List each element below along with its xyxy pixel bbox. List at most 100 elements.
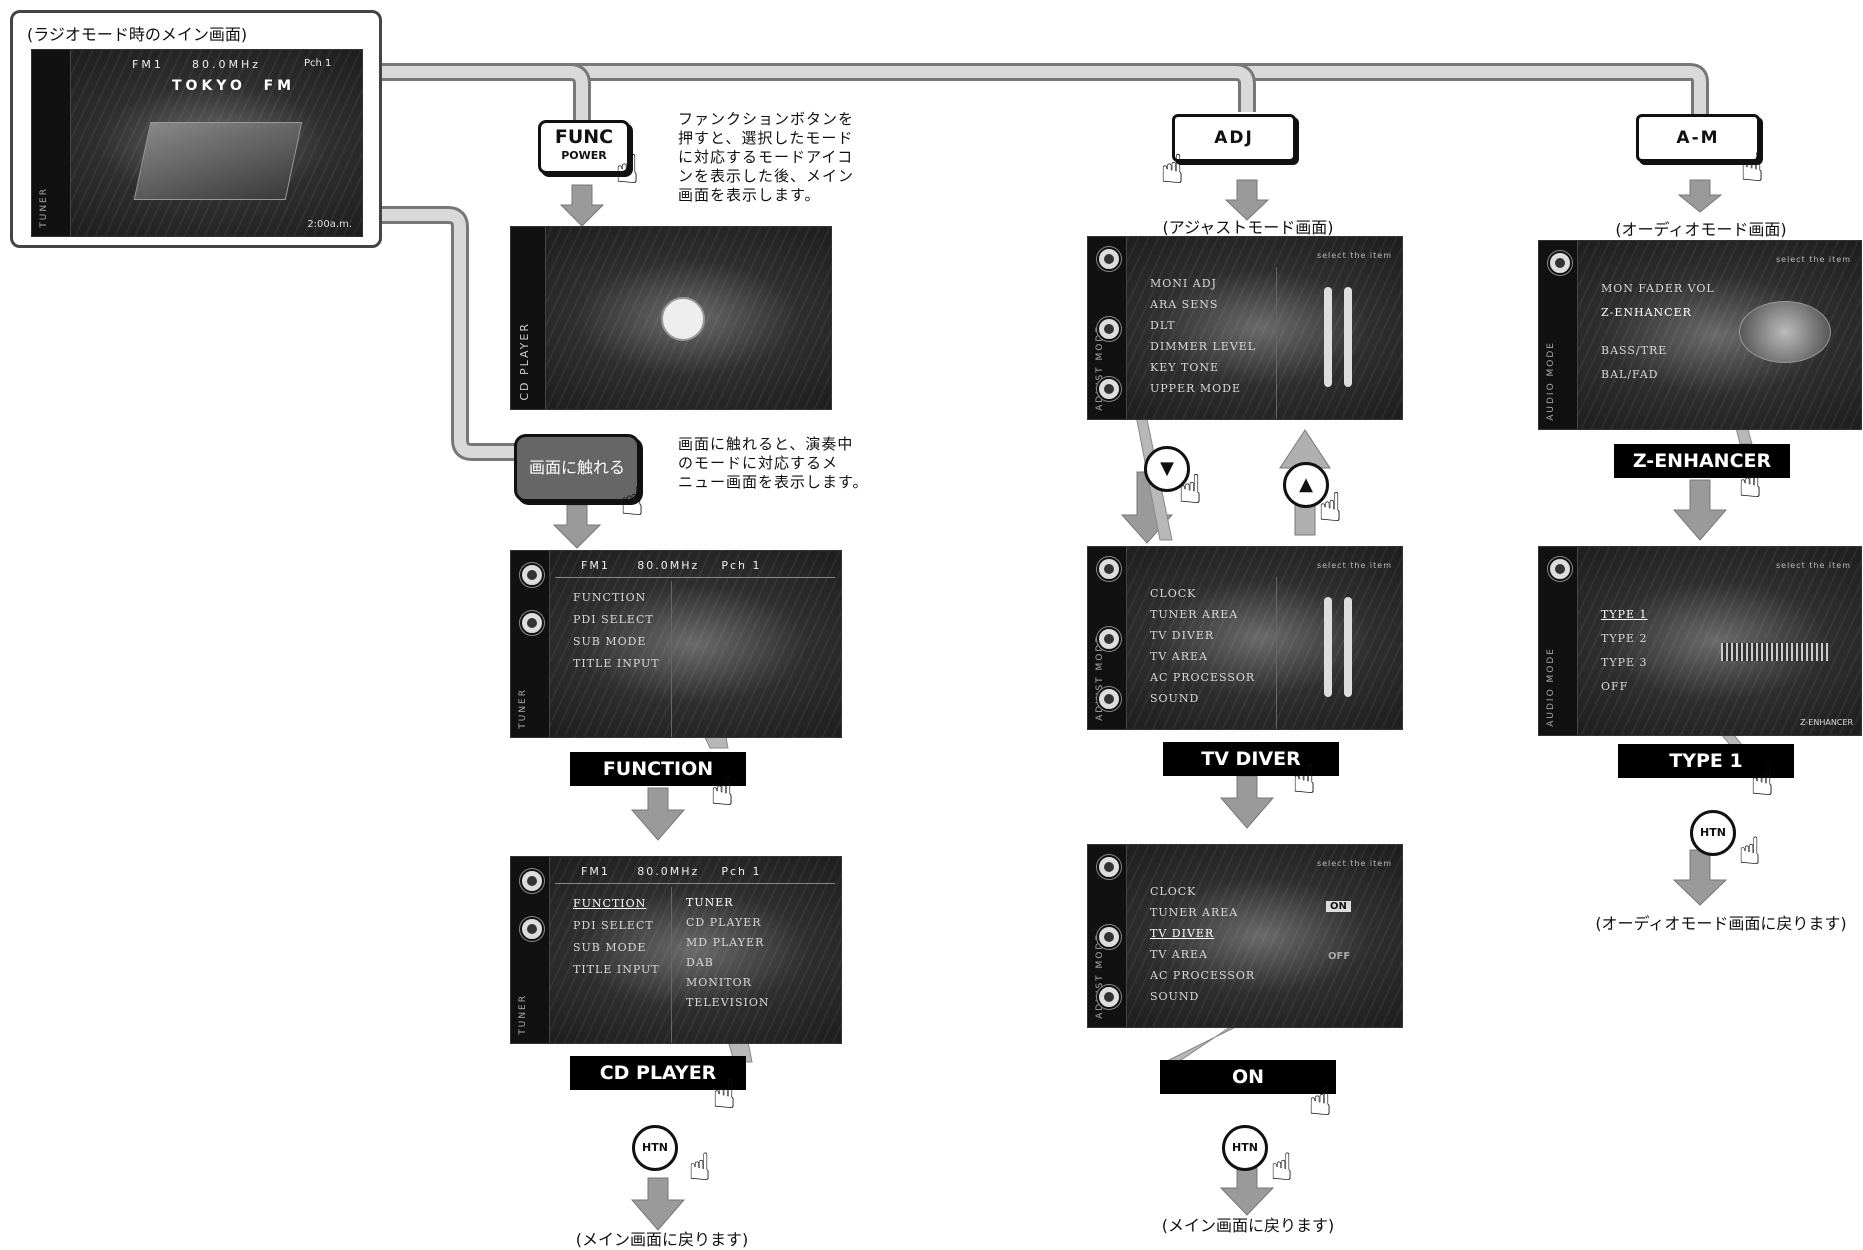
function-submenu-list: TUNER CD PLAYER MD PLAYER DAB MONITOR TE…: [686, 893, 770, 1013]
submenu-item-tuner[interactable]: TUNER: [686, 896, 734, 909]
tv-diver-screen[interactable]: ADJUST MODE select the item CLOCK TUNER …: [1087, 844, 1403, 1028]
menu-item-sub-mode[interactable]: SUB MODE: [573, 635, 647, 648]
hand-pointer-icon: ☝: [712, 1072, 737, 1118]
menu-list: MONI ADJ ARA SENS DLT DIMMER LEVEL KEY T…: [1150, 273, 1256, 399]
menu-item-moni-adj[interactable]: MONI ADJ: [1150, 277, 1217, 290]
eq-graph: [1721, 643, 1831, 661]
submenu-item-monitor[interactable]: MONITOR: [686, 976, 752, 989]
a-m-button[interactable]: A-M: [1636, 114, 1760, 162]
menu-item-tv-area[interactable]: TV AREA: [1150, 650, 1208, 663]
adjust-menu-screen-2[interactable]: ADJUST MODE select the item CLOCK TUNER …: [1087, 546, 1403, 730]
menu-item-tv-diver[interactable]: TV DIVER: [1150, 927, 1215, 940]
menu-item-function[interactable]: FUNCTION: [573, 897, 647, 910]
menu-item-bass-tre[interactable]: BASS/TRE: [1601, 344, 1668, 357]
func-note: ファンクションボタンを 押すと、選択したモード に対応するモードアイコ ンを表示…: [678, 110, 855, 204]
main-screen[interactable]: TUNER FM1 80.0MHz Pch 1 TOKYO FM 2:00a.m…: [31, 49, 363, 237]
z-enhancer-corner-label: Z-ENHANCER: [1800, 718, 1853, 727]
z-enhancer-bar[interactable]: Z-ENHANCER: [1614, 444, 1790, 478]
adj-button[interactable]: ADJ: [1172, 114, 1296, 162]
hand-pointer-icon: ☝: [1160, 147, 1185, 193]
main-graphic: [133, 122, 303, 200]
menu-item-bal-fad[interactable]: BAL/FAD: [1601, 368, 1659, 381]
wrench-icon: [1324, 597, 1332, 697]
menu-item-sound[interactable]: SOUND: [1150, 990, 1200, 1003]
adjust-mode-caption: (アジャストモード画面): [1162, 218, 1334, 237]
menu-list: MON FADER VOL Z-ENHANCER BASS/TRE BAL/FA…: [1601, 277, 1715, 387]
tuner-menu-screen[interactable]: FM1 80.0MHz Pch 1 FUNCTION PDI SELECT SU…: [510, 550, 842, 738]
return-main-caption: (メイン画面に戻ります): [575, 1230, 749, 1249]
hand-pointer-icon: ☝: [1308, 1079, 1333, 1125]
function-menu-screen[interactable]: FM1 80.0MHz Pch 1 FUNCTION PDI SELECT SU…: [510, 856, 842, 1044]
menu-item-type-2[interactable]: TYPE 2: [1601, 632, 1648, 645]
cd-player-mode-screen: CD PLAYER: [510, 226, 832, 410]
cd-player-bar[interactable]: CD PLAYER: [570, 1056, 746, 1090]
option-off[interactable]: OFF: [1328, 951, 1351, 962]
menu-list: FUNCTION PDI SELECT SUB MODE TITLE INPUT: [573, 893, 660, 981]
type-1-bar[interactable]: TYPE 1: [1618, 744, 1794, 778]
menu-item-type-3[interactable]: TYPE 3: [1601, 656, 1648, 669]
hand-pointer-icon: ☝: [1270, 1145, 1294, 1189]
mode-label: TUNER: [39, 187, 49, 228]
return-main-caption: (メイン画面に戻ります): [1161, 1216, 1335, 1235]
menu-item-clock[interactable]: CLOCK: [1150, 885, 1197, 898]
htn-button[interactable]: HTN: [632, 1125, 678, 1171]
menu-item-type-1[interactable]: TYPE 1: [1601, 608, 1648, 621]
menu-item-title-input[interactable]: TITLE INPUT: [573, 657, 660, 670]
select-item-hint: select the item: [1775, 561, 1851, 570]
menu-item-ac-processor[interactable]: AC PROCESSOR: [1150, 969, 1256, 982]
on-bar[interactable]: ON: [1160, 1060, 1336, 1094]
menu-item-mon-fader-vol[interactable]: MON FADER VOL: [1601, 282, 1715, 295]
menu-item-key-tone[interactable]: KEY TONE: [1150, 361, 1220, 374]
menu-item-clock[interactable]: CLOCK: [1150, 587, 1197, 600]
submenu-item-dab[interactable]: DAB: [686, 956, 714, 969]
menu-list: TYPE 1 TYPE 2 TYPE 3 OFF: [1601, 603, 1648, 699]
scroll-up-button[interactable]: ▲: [1283, 462, 1329, 508]
hand-pointer-icon: ☝: [1740, 145, 1765, 191]
submenu-item-television[interactable]: TELEVISION: [686, 996, 770, 1009]
menu-item-tuner-area[interactable]: TUNER AREA: [1150, 608, 1239, 621]
menu-item-tuner-area[interactable]: TUNER AREA: [1150, 906, 1239, 919]
preset-display: Pch 1: [304, 58, 332, 69]
main-screen-title: (ラジオモード時のメイン画面): [27, 25, 248, 44]
htn-button[interactable]: HTN: [1690, 810, 1736, 856]
audio-menu-screen-1[interactable]: AUDIO MODE select the item MON FADER VOL…: [1538, 240, 1862, 430]
wrench-icon: [1344, 287, 1352, 387]
function-bar[interactable]: FUNCTION: [570, 752, 746, 786]
menu-item-upper-mode[interactable]: UPPER MODE: [1150, 382, 1242, 395]
option-on[interactable]: ON: [1326, 901, 1351, 912]
hand-pointer-icon: ☝: [710, 769, 735, 815]
htn-button[interactable]: HTN: [1222, 1125, 1268, 1171]
menu-list: CLOCK TUNER AREA TV DIVER TV AREA AC PRO…: [1150, 583, 1255, 709]
menu-item-sound[interactable]: SOUND: [1150, 692, 1200, 705]
menu-item-tv-diver[interactable]: TV DIVER: [1150, 629, 1215, 642]
function-menu-header: FM1 80.0MHz Pch 1: [581, 865, 762, 878]
wrench-icon: [1324, 287, 1332, 387]
menu-item-function[interactable]: FUNCTION: [573, 591, 647, 604]
menu-item-dlt[interactable]: DLT: [1150, 319, 1176, 332]
adjust-menu-screen-1[interactable]: ADJUST MODE select the item MONI ADJ ARA…: [1087, 236, 1403, 420]
band-display: FM1: [132, 58, 164, 71]
touch-note: 画面に触れると、演奏中 のモードに対応するメ ニュー画面を表示します。: [678, 435, 869, 491]
hand-pointer-icon: ☝: [620, 479, 645, 525]
menu-item-z-enhancer[interactable]: Z-ENHANCER: [1601, 306, 1692, 319]
audio-mode-caption: (オーディオモード画面): [1615, 220, 1787, 239]
menu-item-pdi-select[interactable]: PDI SELECT: [573, 919, 654, 932]
tv-diver-bar[interactable]: TV DIVER: [1163, 742, 1339, 776]
menu-item-sub-mode[interactable]: SUB MODE: [573, 941, 647, 954]
clock-display: 2:00a.m.: [307, 219, 352, 230]
touch-screen-button[interactable]: 画面に触れる: [514, 434, 640, 502]
menu-item-title-input[interactable]: TITLE INPUT: [573, 963, 660, 976]
menu-item-ac-processor[interactable]: AC PROCESSOR: [1150, 671, 1256, 684]
submenu-item-cd-player[interactable]: CD PLAYER: [686, 916, 762, 929]
menu-item-off[interactable]: OFF: [1601, 680, 1629, 693]
menu-item-ara-sens[interactable]: ARA SENS: [1150, 298, 1219, 311]
submenu-item-md-player[interactable]: MD PLAYER: [686, 936, 765, 949]
audio-menu-screen-2[interactable]: AUDIO MODE select the item TYPE 1 TYPE 2…: [1538, 546, 1862, 736]
menu-item-tv-area[interactable]: TV AREA: [1150, 948, 1208, 961]
cd-disc-icon: [661, 297, 705, 341]
cd-player-vertical-label: CD PLAYER: [518, 322, 531, 401]
menu-item-dimmer-level[interactable]: DIMMER LEVEL: [1150, 340, 1257, 353]
menu-item-pdi-select[interactable]: PDI SELECT: [573, 613, 654, 626]
func-power-button[interactable]: FUNC POWER: [538, 120, 630, 174]
scroll-down-button[interactable]: ▼: [1144, 446, 1190, 492]
